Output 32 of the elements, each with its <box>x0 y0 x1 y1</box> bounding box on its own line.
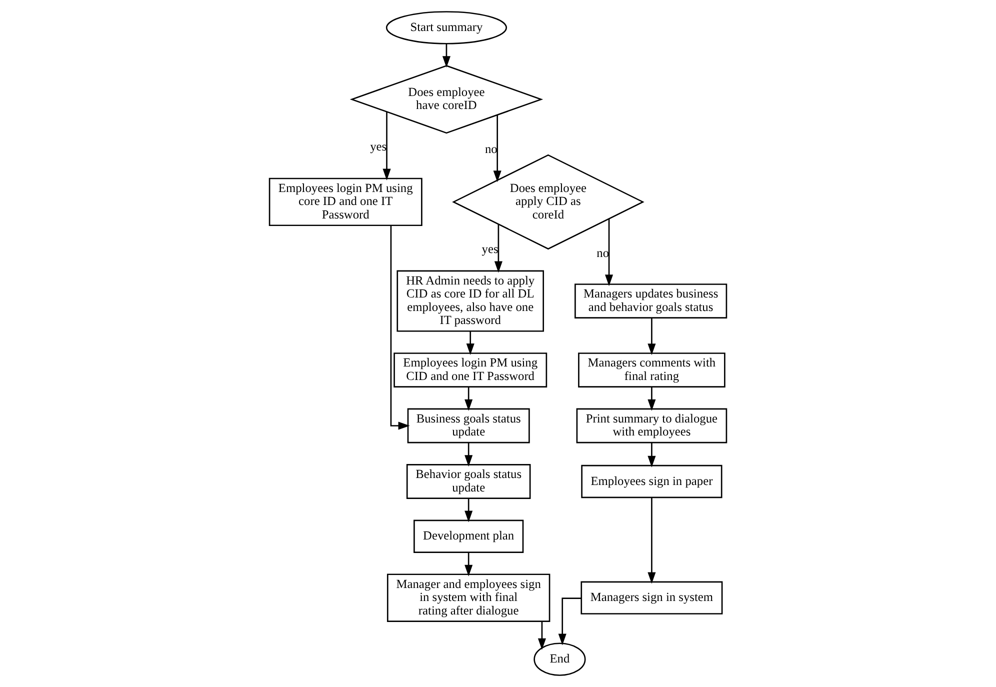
arrow <box>464 552 473 576</box>
arrow <box>648 442 656 468</box>
arrow <box>493 114 502 182</box>
node-ellipse: Start summary <box>386 11 508 44</box>
node-box: Manager and employees sign in system with final rating after dialogue <box>386 574 550 622</box>
arrow <box>648 497 656 584</box>
node-box: Managers comments with final rating <box>578 352 726 388</box>
arrow <box>558 598 582 646</box>
node-ellipse: End <box>534 642 586 676</box>
arrow <box>466 332 474 355</box>
node-box: Employees login PM using CID and one IT Password <box>394 352 548 388</box>
arrow <box>464 387 473 411</box>
node-box: HR Admin needs to apply CID as core ID for all DL employees, also have one IT password <box>396 270 544 332</box>
arrow <box>648 387 656 411</box>
arrow <box>494 224 502 273</box>
arrow <box>648 318 656 356</box>
arrow <box>382 112 391 180</box>
node-box: Employees sign in paper <box>581 464 722 498</box>
arrow <box>442 44 450 68</box>
node-box: Print summary to dialogue with employees <box>576 408 728 444</box>
node-box: Business goals status update <box>407 408 530 444</box>
node-box: Managers updates business and behavior goals status <box>574 284 728 318</box>
arrow <box>390 225 410 430</box>
node-diamond: Does employee have coreID <box>350 65 544 134</box>
node-box: Development plan <box>414 520 524 553</box>
node-box: Behavior goals status update <box>406 464 531 499</box>
arrow <box>464 442 473 467</box>
node-box: Managers sign in system <box>580 581 723 614</box>
arrow <box>538 621 546 650</box>
arrow <box>605 218 614 286</box>
arrow <box>464 498 473 522</box>
node-box: Employees login PM using core ID and one IT Password <box>268 178 422 226</box>
